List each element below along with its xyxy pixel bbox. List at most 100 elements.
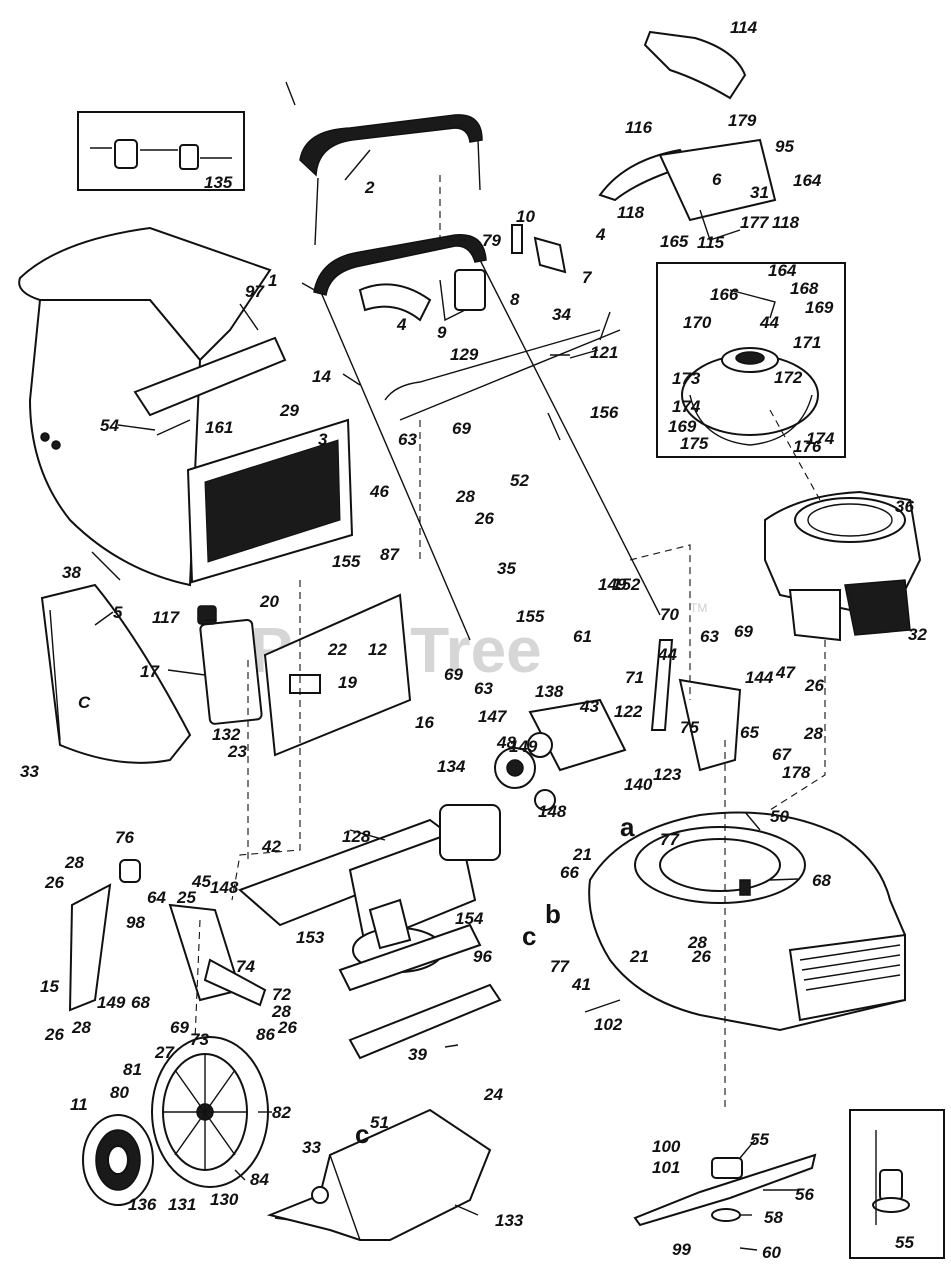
part-label: 55 <box>750 1130 769 1149</box>
part-label: 66 <box>560 863 579 882</box>
part-label: 96 <box>473 947 492 966</box>
part-label: 133 <box>495 1211 524 1230</box>
part-label: 56 <box>795 1185 814 1204</box>
part-label: 171 <box>793 333 821 352</box>
part-label: 118 <box>617 203 645 222</box>
part-label: 174 <box>672 397 701 416</box>
part-label: 86 <box>256 1025 275 1044</box>
part-label: 60 <box>762 1243 781 1262</box>
part-label: 123 <box>653 765 682 784</box>
part-label: 47 <box>775 663 796 682</box>
drive-control-lever <box>650 639 742 772</box>
part-label: 174 <box>806 429 835 448</box>
part-label: 63 <box>398 430 417 449</box>
part-label: 22 <box>327 640 347 659</box>
part-label: 77 <box>660 830 680 849</box>
part-label: 164 <box>768 261 797 280</box>
part-label: 122 <box>614 702 643 721</box>
part-label: 25 <box>176 888 196 907</box>
part-label: 26 <box>44 873 64 892</box>
part-label: 50 <box>770 807 789 826</box>
inset-box-starter <box>656 262 846 458</box>
part-label: 1 <box>268 271 277 290</box>
part-label: 148 <box>538 802 567 821</box>
rear-door <box>197 605 263 725</box>
part-label: 63 <box>700 627 719 646</box>
part-label: 118 <box>772 213 800 232</box>
part-label: 26 <box>804 676 824 695</box>
part-label: 5 <box>113 603 123 622</box>
part-label: 36 <box>895 497 914 516</box>
part-label: 69 <box>444 665 463 684</box>
hub-cap <box>82 1114 154 1206</box>
part-label: 51 <box>370 1113 389 1132</box>
part-label: 148 <box>210 878 239 897</box>
part-label: 69 <box>452 419 471 438</box>
letter-c-chute: c <box>355 1119 369 1149</box>
part-label: 33 <box>302 1138 321 1157</box>
part-label: 165 <box>660 232 689 251</box>
part-label: 72 <box>272 985 291 1004</box>
part-label: 33 <box>20 762 39 781</box>
part-label: 26 <box>277 1018 297 1037</box>
part-label: 155 <box>516 607 545 626</box>
control-bail <box>358 269 486 322</box>
part-label: 48 <box>496 733 516 752</box>
control-bracket <box>598 30 777 241</box>
part-label: 100 <box>652 1137 681 1156</box>
part-label: 16 <box>415 713 434 732</box>
lower-handle <box>313 233 661 641</box>
part-label: 28 <box>455 487 475 506</box>
part-label: 132 <box>212 725 241 744</box>
part-label: 70 <box>660 605 679 624</box>
part-label: 166 <box>710 285 739 304</box>
cable-clip-7 <box>511 224 567 274</box>
part-label: 68 <box>131 993 150 1012</box>
part-label: 26 <box>44 1025 64 1044</box>
part-label: 155 <box>332 552 361 571</box>
part-label: 178 <box>782 763 811 782</box>
part-label: 76 <box>115 828 134 847</box>
part-label: 67 <box>772 745 792 764</box>
part-label: 117 <box>152 608 181 627</box>
side-discharge-chute <box>266 1108 492 1241</box>
part-label: 149 <box>598 575 627 594</box>
inset-box-55 <box>849 1109 945 1259</box>
part-label: 102 <box>594 1015 623 1034</box>
bag-frame <box>133 336 354 584</box>
part-label: 129 <box>450 345 479 364</box>
part-label: 114 <box>730 18 758 37</box>
part-label: 35 <box>497 559 516 578</box>
drive-gear <box>494 747 556 811</box>
part-label: 130 <box>210 1190 239 1209</box>
part-label: 52 <box>510 471 529 490</box>
part-label: 68 <box>812 871 831 890</box>
grass-bag <box>18 226 272 587</box>
transmission <box>527 698 627 772</box>
part-label: 10 <box>516 207 535 226</box>
letter-b: b <box>545 899 561 929</box>
part-label: 46 <box>369 482 389 501</box>
part-label: 170 <box>683 313 712 332</box>
part-label: 31 <box>750 183 769 202</box>
part-label: 39 <box>408 1045 427 1064</box>
blade <box>633 1153 817 1227</box>
part-label: 79 <box>482 231 501 250</box>
part-label: 23 <box>227 742 247 761</box>
part-label: 26 <box>474 509 494 528</box>
part-label: 29 <box>279 401 299 420</box>
part-label: 95 <box>775 137 794 156</box>
part-label: 26 <box>691 947 711 966</box>
part-label: 147 <box>478 707 508 726</box>
part-label: 2 <box>364 178 375 197</box>
part-label: 15 <box>40 977 59 996</box>
part-label: 3 <box>318 430 328 449</box>
part-label: 144 <box>745 668 774 687</box>
upper-handle <box>299 114 483 246</box>
part-label: 44 <box>657 645 677 664</box>
part-label: 115 <box>697 233 725 252</box>
throttle-control-part <box>90 139 232 170</box>
letter-c-flap: C <box>78 693 91 712</box>
part-label: 41 <box>571 975 591 994</box>
